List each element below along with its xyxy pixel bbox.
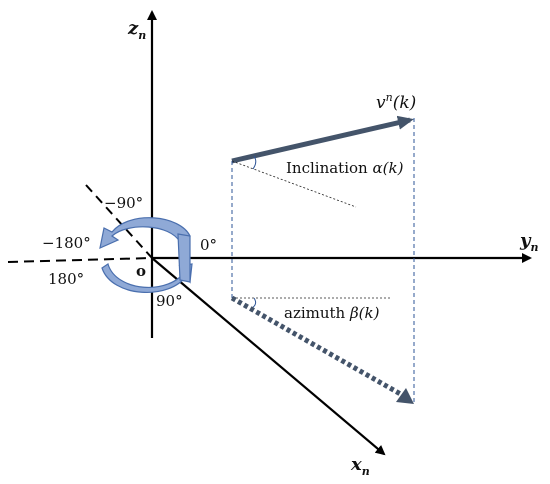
- angle-label-pos90: 90°: [156, 292, 183, 310]
- origin-label: o: [136, 262, 146, 280]
- velocity-vector: [231, 115, 414, 164]
- x-axis: [151, 257, 386, 456]
- inclination-arc: [252, 155, 257, 170]
- angle-label-pos180: 180°: [48, 270, 84, 288]
- x-axis-label: xn: [350, 454, 370, 478]
- rotation-arrows-icon: [99, 217, 193, 294]
- azimuth-label: azimuth β(k): [284, 304, 380, 322]
- vector-label: vn(k): [376, 91, 416, 113]
- x-axis-negative-dashed: [85, 184, 153, 259]
- z-axis-label: zn: [127, 18, 146, 42]
- azimuth-arc: [251, 297, 257, 309]
- projected-vector: [230, 295, 406, 399]
- angle-label-zero: 0°: [200, 236, 217, 254]
- y-axis-label: yn: [519, 230, 538, 254]
- projected-vector-arrowhead: [396, 388, 414, 404]
- inclination-label: Inclination α(k): [286, 159, 404, 177]
- angle-label-neg90: −90°: [104, 194, 143, 212]
- angle-label-neg180: −180°: [42, 234, 91, 252]
- y-axis-negative-dashed: [7, 257, 153, 263]
